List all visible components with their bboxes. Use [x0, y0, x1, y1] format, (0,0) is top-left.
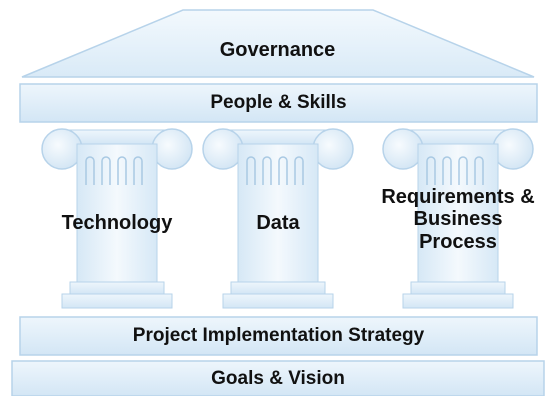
pillar-requirements-label: Requirements & Business Process — [363, 186, 553, 253]
pillar-technology-label: Technology — [61, 212, 173, 234]
foundation-upper — [19, 316, 538, 356]
beam-label: People & Skills — [210, 92, 347, 113]
foundation-upper-label: Project Implementation Strategy — [132, 325, 425, 346]
pillar-data-label: Data — [256, 212, 300, 234]
pillar-data — [202, 128, 354, 309]
pillar-requirements-label-line-1: Requirements & — [381, 186, 535, 208]
beam — [19, 83, 538, 123]
pillar-requirements-label-line-2: Business — [413, 208, 503, 231]
pillar-requirements-label-line-3: Process — [419, 230, 497, 253]
pillar-technology — [41, 128, 193, 309]
foundation-lower-label: Goals & Vision — [211, 368, 345, 389]
pillar-requirements — [382, 128, 534, 309]
roof-label: Governance — [219, 39, 336, 61]
roof — [21, 9, 535, 78]
foundation-lower — [11, 360, 545, 397]
